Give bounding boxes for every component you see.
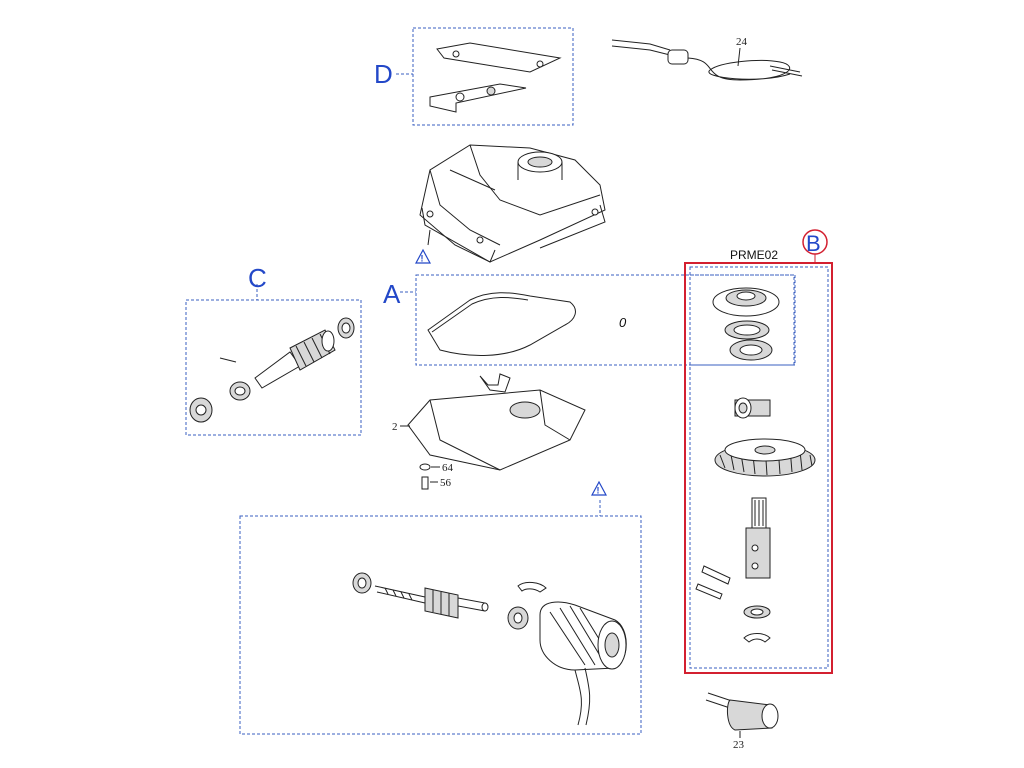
motor-stator xyxy=(539,601,627,726)
shaft-pin xyxy=(219,357,237,363)
callout-d: D xyxy=(374,59,393,89)
group-b-box xyxy=(689,266,829,669)
worm-shaft xyxy=(254,329,336,389)
callout-b: B xyxy=(806,231,821,256)
callout-a: A xyxy=(383,279,401,309)
gasket-label: 0 xyxy=(619,315,627,330)
group-d: D xyxy=(374,27,574,126)
power-cable: 24 xyxy=(611,36,803,81)
group-a-box xyxy=(415,274,795,366)
group-a: A 0 xyxy=(383,274,795,366)
output-gear xyxy=(714,438,816,477)
label-screw: 56 xyxy=(440,477,452,489)
group-c: C xyxy=(185,263,362,436)
shaft-pin-long xyxy=(701,565,731,585)
warning-triangle-icon: ! xyxy=(590,480,608,496)
svg-text:!: ! xyxy=(597,486,600,496)
kit-highlight-box xyxy=(684,262,833,674)
callout-c: C xyxy=(248,263,267,293)
label-capacitor: 23 xyxy=(733,739,745,751)
group-b: B PRME02 xyxy=(684,229,833,674)
gear-bearing xyxy=(734,397,771,419)
kit-code: PRME02 xyxy=(730,248,778,262)
motor-group: ! xyxy=(239,480,642,735)
gasket xyxy=(427,292,576,356)
top-seal xyxy=(712,287,780,317)
group-d-box xyxy=(412,27,574,126)
gearbox-top-cover xyxy=(419,144,606,263)
mounting-plate-bottom xyxy=(429,83,527,113)
group-c-box xyxy=(185,299,362,436)
label-washer: 64 xyxy=(442,462,454,474)
gearbox-base: 2 64 56 xyxy=(392,373,586,490)
label-cable: 24 xyxy=(736,36,748,48)
output-shaft xyxy=(745,497,771,579)
retaining-clip xyxy=(517,581,547,593)
warning-triangle-icon: ! xyxy=(414,248,432,264)
rotor-shaft xyxy=(352,572,489,619)
washer xyxy=(419,463,431,471)
label-cover-base: 2 xyxy=(392,421,398,433)
kit-retaining-clip xyxy=(743,633,771,643)
motor-group-box xyxy=(239,515,642,735)
seal-subgroup-box xyxy=(689,274,796,366)
mounting-plate-top xyxy=(436,42,562,73)
screw xyxy=(421,476,429,490)
shaft-pin-short xyxy=(695,583,723,600)
capacitor: 23 xyxy=(705,692,779,751)
svg-text:!: ! xyxy=(421,254,424,264)
